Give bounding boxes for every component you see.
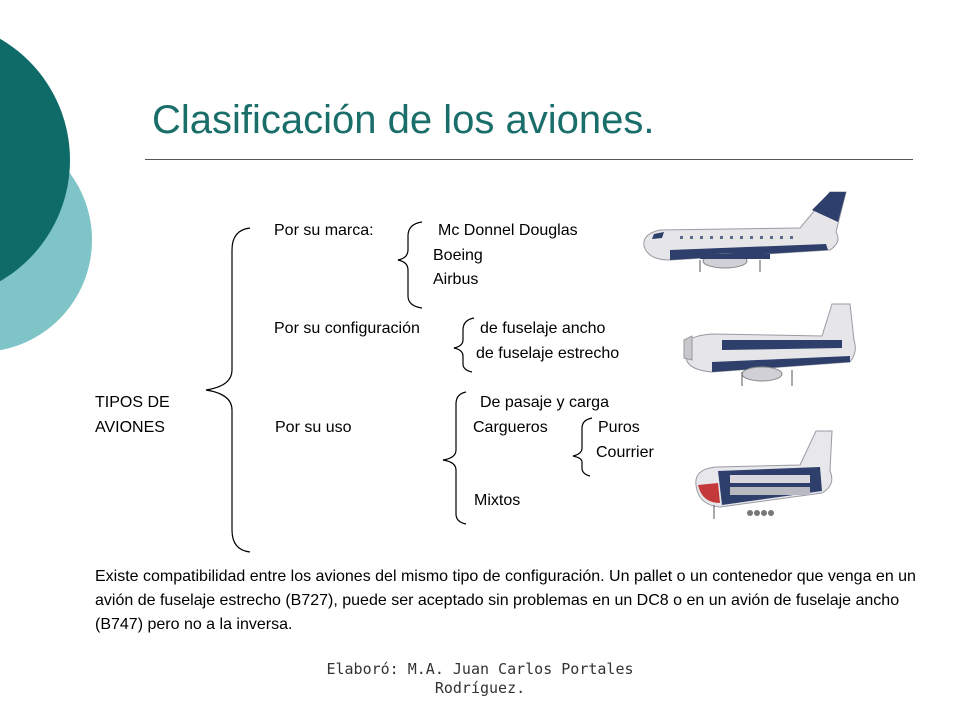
marca-brace <box>397 221 423 309</box>
uso-item: Mixtos <box>474 492 521 509</box>
airplane-cargo-image <box>695 430 833 519</box>
marca-item: Airbus <box>433 271 479 288</box>
root-label-line1: TIPOS DE <box>95 394 170 411</box>
author-footer: Elaboró: M.A. Juan Carlos Portales Rodrí… <box>300 660 660 698</box>
marca-item: Boeing <box>433 247 483 264</box>
airplane-narrowbody-image <box>643 191 847 272</box>
decorative-circles <box>0 0 120 420</box>
root-label-line2: AVIONES <box>95 419 165 436</box>
uso-brace <box>442 391 467 525</box>
configuracion-brace <box>453 317 475 373</box>
compatibility-paragraph: Existe compatibilidad entre los aviones … <box>95 568 916 633</box>
cargueros-brace <box>572 417 593 477</box>
marca-item: Mc Donnel Douglas <box>438 222 578 239</box>
uso-item: De pasaje y carga <box>480 394 609 411</box>
footer-line: Rodríguez. <box>434 679 526 697</box>
root-brace <box>205 227 251 553</box>
circle-dark <box>0 38 70 282</box>
cargueros-item: Puros <box>598 419 640 436</box>
footer-line: Elaboró: M.A. Juan Carlos Portales <box>326 660 634 678</box>
uso-label: Por su uso <box>275 419 352 436</box>
configuracion-item: de fuselaje estrecho <box>476 345 620 362</box>
marca-label: Por su marca: <box>274 222 374 239</box>
title-divider <box>145 159 913 160</box>
configuracion-item: de fuselaje ancho <box>480 320 606 337</box>
uso-item: Cargueros <box>473 419 548 436</box>
configuracion-label: Por su configuración <box>274 320 420 337</box>
slide-title: Clasificación de los aviones. <box>152 98 655 142</box>
airplane-widebody-image <box>683 303 856 386</box>
cargueros-item: Courrier <box>596 444 654 461</box>
